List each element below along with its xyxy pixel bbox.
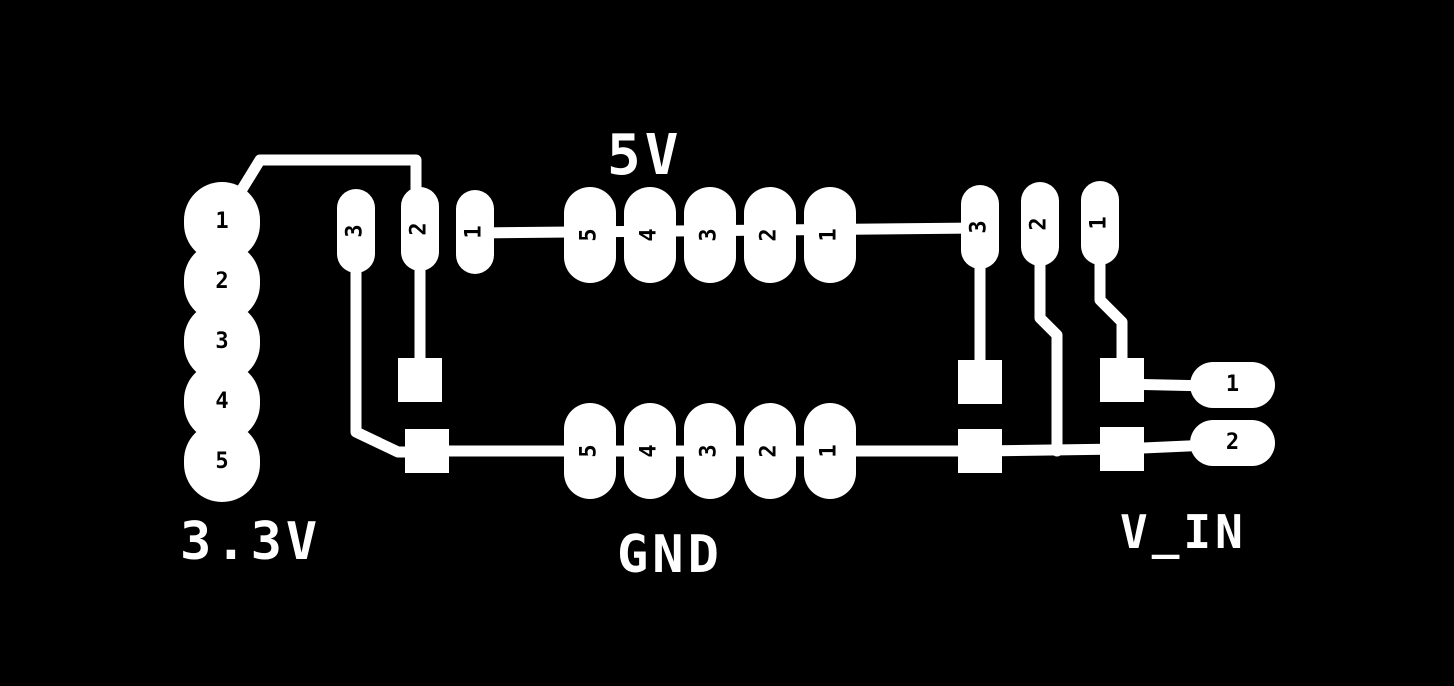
pad-number: 1 <box>215 209 229 234</box>
pad-number: 1 <box>1225 372 1240 397</box>
trace-right2-to-gnd <box>1034 229 1063 457</box>
pad-gnd-1: 1 <box>804 403 856 499</box>
pad-number: 2 <box>757 228 782 242</box>
label-vin: V_IN <box>1120 505 1247 559</box>
trace-right1-to-square <box>1094 229 1128 386</box>
pad-vin-2: 2 <box>1190 420 1275 466</box>
pad-top-1: 1 <box>456 190 494 274</box>
square-pad-right-lower <box>1100 427 1144 471</box>
pad-number: 2 <box>757 444 782 458</box>
pad-top-3: 3 <box>337 189 375 273</box>
pad-right-1: 1 <box>1081 181 1119 265</box>
pad-number: 1 <box>817 444 842 458</box>
pad-number: 1 <box>817 228 842 242</box>
pad-3v3-5: 5 <box>184 422 260 502</box>
square-pad-mid-lower <box>958 429 1002 473</box>
pad-5v-5: 5 <box>564 187 616 283</box>
pad-number: 3 <box>697 444 722 458</box>
pad-gnd-4: 4 <box>624 403 676 499</box>
pad-gnd-2: 2 <box>744 403 796 499</box>
pad-number: 2 <box>1225 430 1240 455</box>
pad-5v-3: 3 <box>684 187 736 283</box>
pad-number: 3 <box>215 329 229 354</box>
pad-number: 2 <box>407 222 432 236</box>
pad-number: 2 <box>1027 217 1052 231</box>
pad-number: 3 <box>697 228 722 242</box>
pad-number: 4 <box>215 389 229 414</box>
square-pad-right-upper <box>1100 358 1144 402</box>
square-pad-mid-upper <box>958 360 1002 404</box>
pad-right-2: 2 <box>1021 182 1059 266</box>
pad-vin-1: 1 <box>1190 362 1275 408</box>
pad-number: 3 <box>967 220 992 234</box>
pad-number: 5 <box>577 228 602 242</box>
pad-5v-2: 2 <box>744 187 796 283</box>
pad-5v-4: 4 <box>624 187 676 283</box>
label-5v: 5V <box>607 123 683 188</box>
pad-right-3: 3 <box>961 185 999 269</box>
square-pad-left-lower <box>405 429 449 473</box>
pad-number: 2 <box>215 269 229 294</box>
label-3v3: 3.3V <box>180 512 322 572</box>
pad-5v-1: 1 <box>804 187 856 283</box>
pad-number: 1 <box>1087 216 1112 230</box>
pad-top-2: 2 <box>401 187 439 271</box>
pad-number: 4 <box>637 444 662 458</box>
square-pad-left-upper <box>398 358 442 402</box>
pad-number: 3 <box>343 224 368 238</box>
label-gnd: GND <box>617 525 723 585</box>
pad-number: 1 <box>462 225 487 239</box>
pad-number: 5 <box>215 449 229 474</box>
pad-number: 5 <box>577 444 602 458</box>
pad-gnd-3: 3 <box>684 403 736 499</box>
pad-number: 4 <box>637 228 662 242</box>
pad-gnd-5: 5 <box>564 403 616 499</box>
